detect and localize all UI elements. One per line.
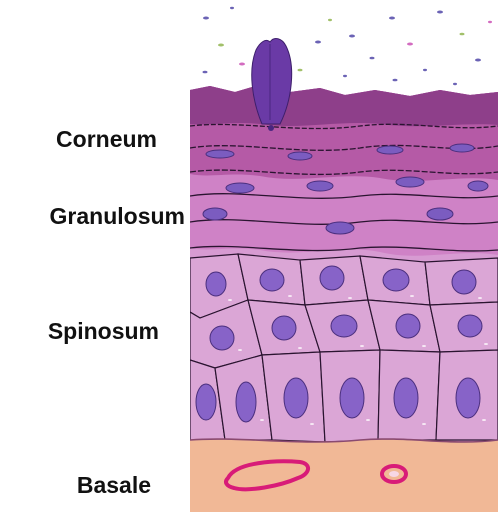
surface-layer — [190, 80, 498, 126]
tissue — [190, 80, 498, 512]
particles — [203, 7, 493, 85]
basale-layer — [190, 439, 498, 512]
